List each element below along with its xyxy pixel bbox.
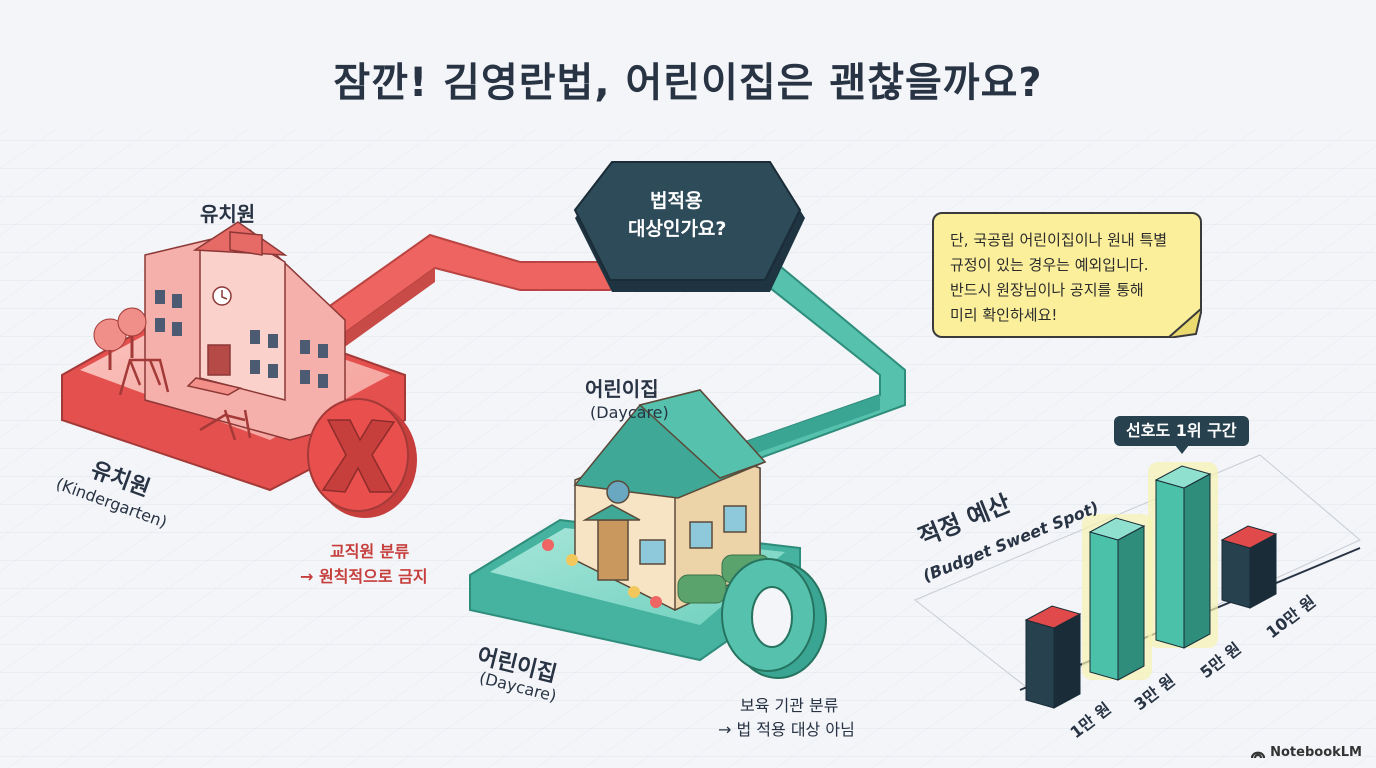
bar-side [1183, 473, 1211, 649]
daycare-result-line1: 보육 기관 분류 [740, 696, 839, 715]
decision-line1: 법적용 [650, 190, 703, 212]
daycare-result-line2: → 법 적용 대상 아님 [718, 720, 855, 739]
page-title: 잠깐! 김영란법, 어린이집은 괜찮을까요? [333, 60, 1043, 106]
red-path [308, 233, 643, 354]
bar-front [1089, 531, 1119, 681]
highlight-tag-pointer-icon [1175, 445, 1189, 454]
budget-bars [1024, 462, 1278, 709]
playground [118, 358, 252, 441]
bar-side [1053, 613, 1081, 709]
trees [93, 307, 147, 370]
kindergarten-result-line1: 교직원 분류 [330, 542, 410, 561]
bar-1만 원 [1024, 605, 1082, 709]
note-line: 미리 확인하세요! [950, 306, 1058, 324]
exception-note: 단, 국공립 어린이집이나 원내 특별 규정이 있는 경우는 예외입니다. 반드… [932, 212, 1202, 338]
bar-3만 원 [1082, 514, 1152, 681]
bar-front [1221, 539, 1251, 609]
bar-front [1025, 619, 1055, 709]
note-line: 규정이 있는 경우는 예외입니다. [950, 256, 1149, 274]
x-mark-icon [307, 398, 417, 518]
bar-top [1154, 465, 1212, 489]
decision-line2: 대상인가요? [628, 218, 727, 240]
flowers [542, 539, 662, 608]
kindergarten-result-line2: → 원칙적으로 금지 [300, 567, 428, 586]
bar-10만 원 [1220, 525, 1278, 609]
bar-5만 원 [1148, 462, 1218, 649]
kindergarten-building [144, 221, 346, 441]
o-ring-icon [721, 558, 827, 679]
daycare-building-label: 어린이집 [585, 377, 659, 401]
note-line: 단, 국공립 어린이집이나 원내 특별 [950, 231, 1168, 249]
brand-mark: NotebookLM [1251, 745, 1362, 760]
bar-top [1024, 605, 1082, 629]
bar-front [1155, 479, 1185, 649]
kindergarten-building-label: 유치원 [200, 202, 256, 226]
daycare-building-sub: (Daycare) [590, 403, 669, 422]
bar-side [1117, 525, 1145, 681]
bar-top [1220, 525, 1278, 549]
highlight-tag: 선호도 1위 구간 [1114, 416, 1249, 446]
decision-box [573, 161, 805, 292]
brand-name: NotebookLM [1270, 745, 1362, 760]
bar-top [1088, 517, 1146, 541]
notebooklm-icon [1251, 751, 1266, 758]
note-line: 반드시 원장님이나 공지를 통해 [950, 281, 1144, 299]
note-fold-icon [1168, 308, 1202, 338]
